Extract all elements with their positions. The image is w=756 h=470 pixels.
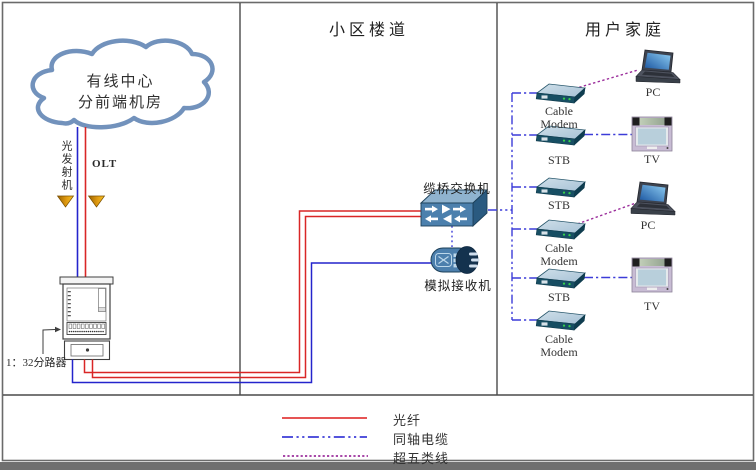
cable-modem-icon [535,219,586,240]
splitter-label: 1：32分路器 [6,357,67,369]
section-title-corridor: 小区楼道 [328,22,409,39]
cable-modem-icon [535,83,586,104]
legend-lines [282,417,368,457]
peripheral-label-pc: PC [640,218,656,232]
switch-label: 缆桥交换机 [423,182,491,196]
legend-label-fiber: 光纤 [393,413,422,428]
cat5e-lines [569,69,639,227]
optical-transmitter-label: 光发射机 [60,140,72,192]
headend-cloud-shape [30,38,215,130]
device-label-stb: STB [547,198,570,212]
peripheral-label-pc: PC [645,85,661,99]
peripheral-label-tv: TV [644,152,660,166]
bottom-bar [0,462,756,470]
stb-icon [535,177,586,198]
legend-label-coax: 同轴电缆 [393,432,450,447]
routed-lines [71,210,433,384]
pc-icon [630,181,676,216]
cable-modem-icon [535,310,586,331]
tv-icon [631,257,673,293]
pc-icon [635,49,681,84]
cloud-label-line2: 分前端机房 [77,95,163,111]
legend-label-cat5e: 超五类线 [393,451,450,466]
tv-icon [631,116,673,152]
receiver-icon [430,246,480,274]
olt-label: OLT [92,158,118,170]
stb-icon [535,268,586,289]
splitter-leader-arrow [42,326,61,354]
coax-lines [451,92,633,321]
peripheral-label-tv: TV [644,299,660,313]
device-label-cable-modem: Cable Modem [540,332,578,359]
device-label-cable-modem: Cable Modem [540,104,578,131]
device-label-cable-modem: Cable Modem [540,241,578,268]
section-title-homes: 用户家庭 [584,22,665,39]
cloud-label-line1: 有线中心 [86,74,155,90]
device-label-stb: STB [547,290,570,304]
wavelength-triangle-icons [56,195,106,208]
receiver-label: 模拟接收机 [424,279,492,293]
switch-icon [419,188,489,228]
splitter-cabinet-icon [59,276,114,361]
device-label-stb: STB [547,153,570,167]
